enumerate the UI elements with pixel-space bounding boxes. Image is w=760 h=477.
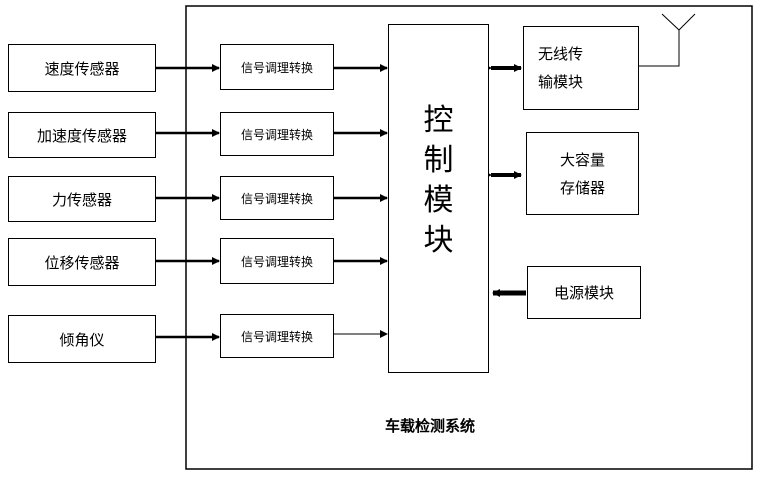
control-module-char-4: 块: [424, 221, 454, 261]
sensor-displacement: 位移传感器: [8, 238, 156, 286]
antenna-arm-right: [679, 14, 695, 30]
sensor-displacement-label: 位移传感器: [44, 252, 119, 273]
wireless-module: 无线传 输模块: [523, 26, 639, 110]
antenna-feed: [639, 30, 679, 66]
wireless-module-line1: 无线传: [538, 40, 583, 68]
sensor-acceleration-label: 加速度传感器: [37, 125, 127, 146]
sensor-acceleration: 加速度传感器: [8, 112, 156, 158]
antenna-arm-left: [662, 14, 679, 30]
sensor-force: 力传感器: [8, 176, 156, 222]
conditioner-4: 信号调理转换: [220, 238, 334, 284]
sensor-speed-label: 速度传感器: [44, 58, 119, 79]
conditioner-5-label: 信号调理转换: [241, 328, 313, 345]
control-module-char-3: 模: [424, 181, 454, 221]
control-module: 控 制 模 块: [388, 24, 489, 373]
sensor-force-label: 力传感器: [52, 189, 112, 210]
conditioner-3-label: 信号调理转换: [241, 190, 313, 207]
wireless-module-line2: 输模块: [538, 68, 583, 96]
control-module-char-2: 制: [424, 141, 454, 181]
conditioner-1-label: 信号调理转换: [241, 59, 313, 76]
sensor-inclinometer: 倾角仪: [8, 315, 156, 363]
control-module-char-1: 控: [424, 101, 454, 141]
conditioner-1: 信号调理转换: [220, 44, 334, 90]
system-title: 车载检测系统: [385, 415, 475, 436]
conditioner-2: 信号调理转换: [220, 112, 334, 156]
conditioner-3: 信号调理转换: [220, 176, 334, 220]
power-module-label: 电源模块: [554, 279, 614, 307]
sensor-inclinometer-label: 倾角仪: [59, 329, 104, 350]
storage-module-line1: 大容量: [560, 146, 605, 174]
conditioner-2-label: 信号调理转换: [241, 126, 313, 143]
sensor-speed: 速度传感器: [8, 44, 156, 92]
power-module: 电源模块: [527, 266, 641, 319]
storage-module: 大容量 存储器: [526, 132, 639, 215]
conditioner-4-label: 信号调理转换: [241, 253, 313, 270]
storage-module-line2: 存储器: [560, 174, 605, 202]
conditioner-5: 信号调理转换: [220, 314, 334, 358]
